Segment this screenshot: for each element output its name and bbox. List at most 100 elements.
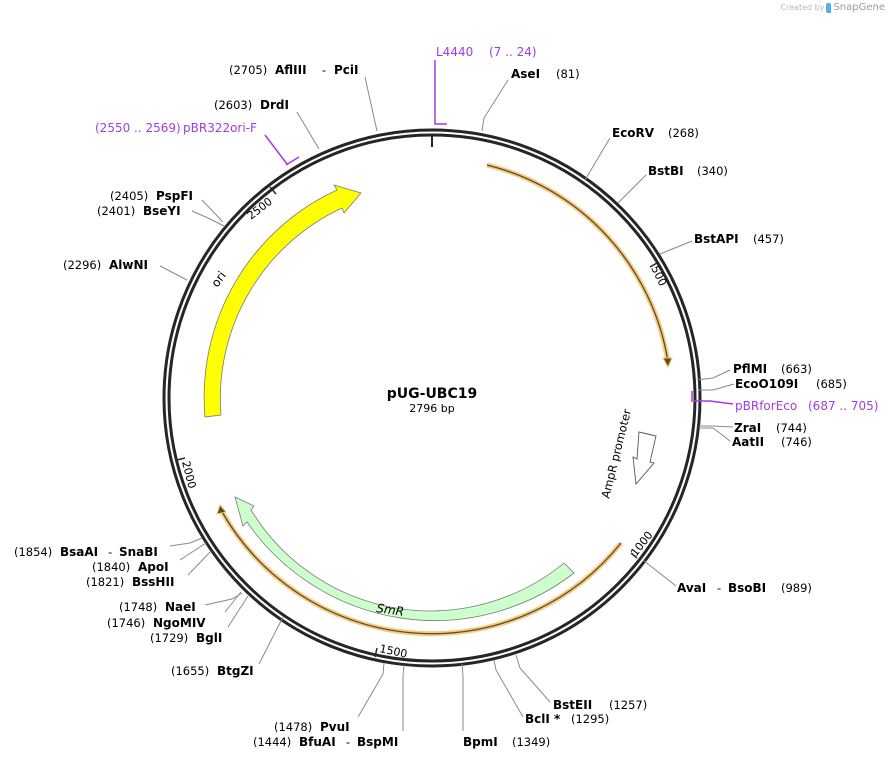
tick-label-1500: 1500 <box>378 642 408 661</box>
site-ecoO109I-name: EcoO109I <box>735 377 798 391</box>
site-bstBI[interactable]: BstBI (340) <box>648 164 728 178</box>
site-snaBI-name: SnaBI <box>119 545 158 559</box>
site-ecoO109I[interactable]: EcoO109I (685) <box>735 377 847 391</box>
plasmid-length: 2796 bp <box>409 402 454 415</box>
site-btgZI-name: BtgZI <box>217 664 254 678</box>
site-ecoRV-name: EcoRV <box>612 126 655 140</box>
site-bstEII-name: BstEII <box>553 698 592 712</box>
site-aatII-name: AatII <box>732 435 764 449</box>
tick-1000 <box>630 552 638 559</box>
site-bstAPI-pos: (457) <box>753 232 784 246</box>
site-drdI-name: DrdI <box>260 98 289 112</box>
site-bsoBI-name: BsoBI <box>728 581 766 595</box>
site-bseYI-name: BseYI <box>143 204 181 218</box>
site-pflMI-pos: (663) <box>781 362 812 376</box>
site-bsaAI-snaBI[interactable]: (1854) BsaAI - SnaBI <box>14 545 158 559</box>
site-btgZI[interactable]: (1655) BtgZI <box>171 664 254 678</box>
tick-1500 <box>374 647 378 658</box>
site-bseYI[interactable]: (2401) BseYI <box>97 204 181 218</box>
site-bsaAI-name: BsaAI <box>60 545 98 559</box>
site-bstEII[interactable]: BstEII (1257) <box>553 698 647 712</box>
credit-prefix: Created by <box>780 3 825 12</box>
site-dash: - <box>108 545 112 559</box>
site-ngoMIV-pos: (1746) <box>107 616 145 630</box>
primer-l4440-name: L4440 <box>436 45 473 59</box>
site-bstBI-name: BstBI <box>648 164 684 178</box>
primer-pbr322ori-f-name: pBR322ori-F <box>183 121 257 135</box>
primer-pbrforeco-name: pBRforEco <box>735 399 797 413</box>
site-pspFI[interactable]: (2405) PspFI <box>110 189 193 203</box>
snapgene-logo-icon <box>826 2 832 13</box>
site-apoI-name: ApoI <box>138 560 169 574</box>
site-aseI-pos: (81) <box>556 67 580 81</box>
feature-ori-label: ori <box>208 269 229 290</box>
feature-smr[interactable]: SmR <box>234 496 575 621</box>
site-pvuI-name: PvuI <box>320 720 350 734</box>
feature-ori[interactable]: ori <box>203 184 362 418</box>
site-bspMI-name: BspMI <box>357 735 398 749</box>
primer-l4440[interactable]: L4440 (7 .. 24) <box>434 45 537 125</box>
site-pflMI[interactable]: PflMI (663) <box>733 362 812 376</box>
site-bssHII[interactable]: (1821) BssHII <box>86 575 174 589</box>
site-alwNI-name: AlwNI <box>109 258 148 272</box>
site-dash: - <box>346 735 350 749</box>
site-bclI-pos: (1295) <box>571 712 609 726</box>
plasmid-name: pUG-UBC19 <box>387 386 478 402</box>
site-zraI-name: ZraI <box>734 421 761 435</box>
site-zraI[interactable]: ZraI (744) <box>734 421 807 435</box>
site-aseI[interactable]: AseI (81) <box>511 67 580 81</box>
tick-2000 <box>176 457 186 461</box>
site-drdI[interactable]: (2603) DrdI <box>214 98 289 112</box>
site-aatII-pos: (746) <box>781 435 812 449</box>
site-bpmI-name: BpmI <box>463 735 498 749</box>
feature-smr-label: SmR <box>376 601 405 619</box>
site-ecoRV[interactable]: EcoRV (268) <box>612 126 699 140</box>
site-bpmI[interactable]: BpmI (1349) <box>463 735 550 749</box>
credit-brand: SnapGene <box>833 2 885 13</box>
site-bclI-mark: * <box>554 712 561 726</box>
site-bclI[interactable]: BclI * (1295) <box>525 712 609 726</box>
site-drdI-pos: (2603) <box>214 98 252 112</box>
tick-500 <box>649 262 658 268</box>
feature-ampr-promoter[interactable]: AmpR promoter <box>598 407 657 500</box>
site-dash: - <box>717 581 721 595</box>
site-aflIII-pciI[interactable]: (2705) AflIII - PciI <box>229 63 359 77</box>
site-aatII[interactable]: AatII (746) <box>732 435 812 449</box>
site-naeI-pos: (1748) <box>119 600 157 614</box>
site-ngoMIV[interactable]: (1746) NgoMIV <box>107 616 206 630</box>
site-aflIII-name: AflIII <box>275 63 307 77</box>
site-btgZI-pos: (1655) <box>171 664 209 678</box>
site-alwNI-pos: (2296) <box>63 258 101 272</box>
site-apoI-pos: (1840) <box>92 560 130 574</box>
site-bsaAI-pos: (1854) <box>14 545 52 559</box>
site-apoI[interactable]: (1840) ApoI <box>92 560 169 574</box>
site-bseYI-pos: (2401) <box>97 204 135 218</box>
tick-2500 <box>269 186 277 195</box>
site-avaI-pos: (989) <box>781 581 812 595</box>
site-pciI-name: PciI <box>334 63 359 77</box>
orf-arc-bottom <box>216 504 623 637</box>
site-pvuI[interactable]: (1478) PvuI <box>274 720 350 734</box>
site-ngoMIV-name: NgoMIV <box>153 616 206 630</box>
primer-pbr322ori-f[interactable]: (2550 .. 2569) pBR322ori-F <box>95 121 300 166</box>
site-bstAPI[interactable]: BstAPI (457) <box>694 232 784 246</box>
site-pspFI-pos: (2405) <box>110 189 148 203</box>
site-pflMI-name: PflMI <box>733 362 767 376</box>
site-bpmI-pos: (1349) <box>512 735 550 749</box>
site-pspFI-name: PspFI <box>156 189 193 203</box>
primer-pbrforeco-range: (687 .. 705) <box>808 399 878 413</box>
site-naeI[interactable]: (1748) NaeI <box>119 600 196 614</box>
site-bglI-pos: (1729) <box>150 631 188 645</box>
site-alwNI[interactable]: (2296) AlwNI <box>63 258 148 272</box>
site-bstEII-pos: (1257) <box>609 698 647 712</box>
site-avaI-bsoBI[interactable]: AvaI - BsoBI (989) <box>677 581 812 595</box>
primer-pbrforeco[interactable]: pBRforEco (687 .. 705) <box>691 391 878 413</box>
site-bssHII-pos: (1821) <box>86 575 124 589</box>
site-bfuAI-name: BfuAI <box>299 735 336 749</box>
site-bfuAI-pos: (1444) <box>253 735 291 749</box>
site-aseI-name: AseI <box>511 67 540 81</box>
site-bfuAI-bspMI[interactable]: (1444) BfuAI - BspMI <box>253 735 398 749</box>
site-bglI[interactable]: (1729) BglI <box>150 631 222 645</box>
site-zraI-pos: (744) <box>776 421 807 435</box>
